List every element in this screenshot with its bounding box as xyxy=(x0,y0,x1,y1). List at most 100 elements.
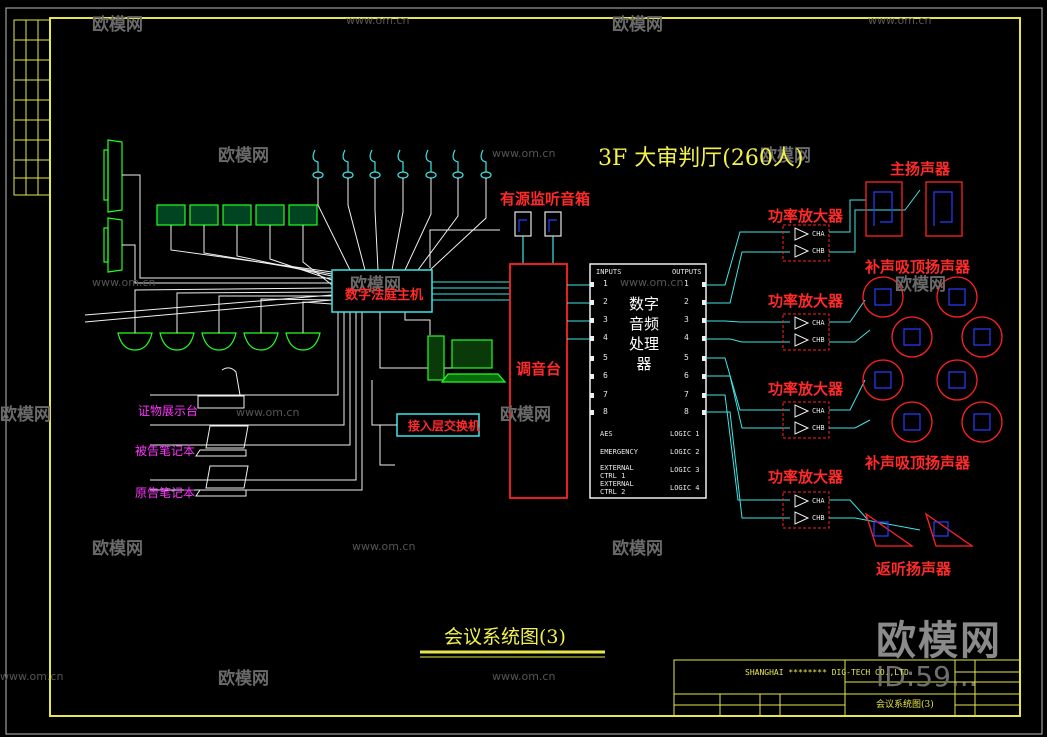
return-speakers xyxy=(864,512,975,547)
title-block xyxy=(673,659,1021,717)
active-monitor-label: 有源监听音箱 xyxy=(500,190,591,208)
watermark: 欧模网 xyxy=(895,275,946,295)
dsp-output-4: 4 xyxy=(684,333,689,342)
dsp-outputs-label: OUTPUTS xyxy=(672,268,702,276)
dsp-output-8: 8 xyxy=(684,407,689,416)
amp1-chb: CHB xyxy=(812,247,825,255)
dsp-logic-3: LOGIC 3 xyxy=(670,466,700,474)
title-block-drawing-name: 会议系统图(3) xyxy=(876,700,934,710)
watermark-url: www.om.cn xyxy=(492,147,556,160)
watermark: 欧模网 xyxy=(760,146,811,166)
dsp-ext1-label: EXTERNAL CTRL 1 xyxy=(600,464,634,480)
laptops xyxy=(195,425,249,497)
amp4-chb: CHB xyxy=(812,514,825,522)
dsp-aes-label: AES xyxy=(600,430,613,438)
mixer-dsp-links xyxy=(567,284,592,340)
amplifier-label-4: 功率放大器 xyxy=(768,468,844,486)
watermark-url: www.om.cn xyxy=(620,276,684,289)
hall-title: 3F 大审判厅(260人) xyxy=(598,146,804,171)
amp4-cha: CHA xyxy=(812,497,825,505)
dsp-emergency-label: EMERGENCY xyxy=(600,448,638,456)
dsp-logic-1: LOGIC 1 xyxy=(670,430,700,438)
plaintiff-laptop-label: 原告笔记本 xyxy=(135,486,196,500)
inner-frame xyxy=(49,17,1021,717)
watermark-url: www.om.cn xyxy=(868,14,932,27)
main-speakers xyxy=(865,181,963,237)
left-displays xyxy=(103,139,123,273)
watermark: 欧模网 xyxy=(612,539,663,559)
watermark-url: www.om.cn xyxy=(352,540,416,553)
mic-cables xyxy=(317,178,487,271)
access-switch-label: 接入层交换机 xyxy=(408,419,481,433)
watermark: 欧模网 xyxy=(500,405,551,425)
dsp-box xyxy=(589,263,707,499)
court-host-label: 数字法庭主机 xyxy=(345,288,424,303)
amp2-chb: CHB xyxy=(812,336,825,344)
dsp-input-2: 2 xyxy=(603,297,608,306)
amplifier-1 xyxy=(782,224,830,262)
main-speakers-label: 主扬声器 xyxy=(890,160,951,178)
dsp-inputs-label: INPUTS xyxy=(596,268,622,276)
dsp-ext2-label: EXTERNAL CTRL 2 xyxy=(600,480,634,496)
watermark: 欧模网 xyxy=(218,146,269,166)
dsp-input-6: 6 xyxy=(603,371,608,380)
dsp-input-7: 7 xyxy=(603,390,608,399)
watermark-url: www.om.cn xyxy=(0,670,64,683)
amp-speaker-links xyxy=(829,189,921,531)
microphone-array xyxy=(312,149,492,179)
watermark-url: www.om.cn xyxy=(92,276,156,289)
watermark: 欧模网 xyxy=(218,669,269,689)
amp2-cha: CHA xyxy=(812,319,825,327)
watermark: 欧模网 xyxy=(0,405,51,425)
return-speakers-label: 返听扬声器 xyxy=(876,560,952,578)
mixer-box xyxy=(509,263,568,499)
watermark-id: ID:59... xyxy=(876,660,978,693)
mixer-label: 调音台 xyxy=(516,360,562,378)
dsp-output-1: 1 xyxy=(684,279,689,288)
amp3-cha: CHA xyxy=(812,407,825,415)
watermark-url: www.om.cn xyxy=(346,14,410,27)
outer-frame xyxy=(5,7,1043,735)
dsp-amp-links xyxy=(706,231,790,519)
court-host-box xyxy=(331,269,433,313)
dsp-input-5: 5 xyxy=(603,353,608,362)
amp3-chb: CHB xyxy=(812,424,825,432)
watermark-large: 欧模网 xyxy=(876,618,1002,664)
dsp-logic-4: LOGIC 4 xyxy=(670,484,700,492)
amplifier-3 xyxy=(782,401,830,439)
ceiling-speakers-label-1: 补声吸顶扬声器 xyxy=(865,258,971,276)
active-monitors xyxy=(514,211,562,264)
dsp-label: 数字音频处理器 xyxy=(628,295,659,373)
dsp-output-6: 6 xyxy=(684,371,689,380)
amplifier-label-3: 功率放大器 xyxy=(768,380,844,398)
amplifier-label-1: 功率放大器 xyxy=(768,207,844,225)
binding-strip xyxy=(13,19,51,196)
watermark: 欧模网 xyxy=(92,539,143,559)
watermark: 欧模网 xyxy=(612,15,663,35)
dsp-output-5: 5 xyxy=(684,353,689,362)
evidence-booth xyxy=(197,367,245,409)
dsp-terminals xyxy=(590,282,706,415)
watermark: 欧模网 xyxy=(350,275,401,295)
defendant-laptop-label: 被告笔记本 xyxy=(135,444,196,458)
dsp-input-1: 1 xyxy=(603,279,608,288)
dsp-output-3: 3 xyxy=(684,315,689,324)
dsp-logic-2: LOGIC 2 xyxy=(670,448,700,456)
watermark-url: www.om.cn xyxy=(492,670,556,683)
watermark: 欧模网 xyxy=(92,15,143,35)
watermark-url: www.om.cn xyxy=(236,406,300,419)
company-en: SHANGHAI ******** DIG-TECH CO.,LTD xyxy=(745,668,909,677)
ceiling-speakers xyxy=(862,276,1003,443)
amplifier-4 xyxy=(782,491,830,529)
pc-workstation xyxy=(427,335,507,383)
ceiling-speakers-label-2: 补声吸顶扬声器 xyxy=(865,454,971,472)
amplifier-label-2: 功率放大器 xyxy=(768,292,844,310)
dsp-output-2: 2 xyxy=(684,297,689,306)
small-monitors xyxy=(156,204,318,226)
dsp-input-4: 4 xyxy=(603,333,608,342)
drawing-title: 会议系统图(3) xyxy=(444,626,566,648)
dsp-output-7: 7 xyxy=(684,390,689,399)
evidence-booth-label: 证物展示台 xyxy=(138,404,199,418)
amp1-cha: CHA xyxy=(812,230,825,238)
